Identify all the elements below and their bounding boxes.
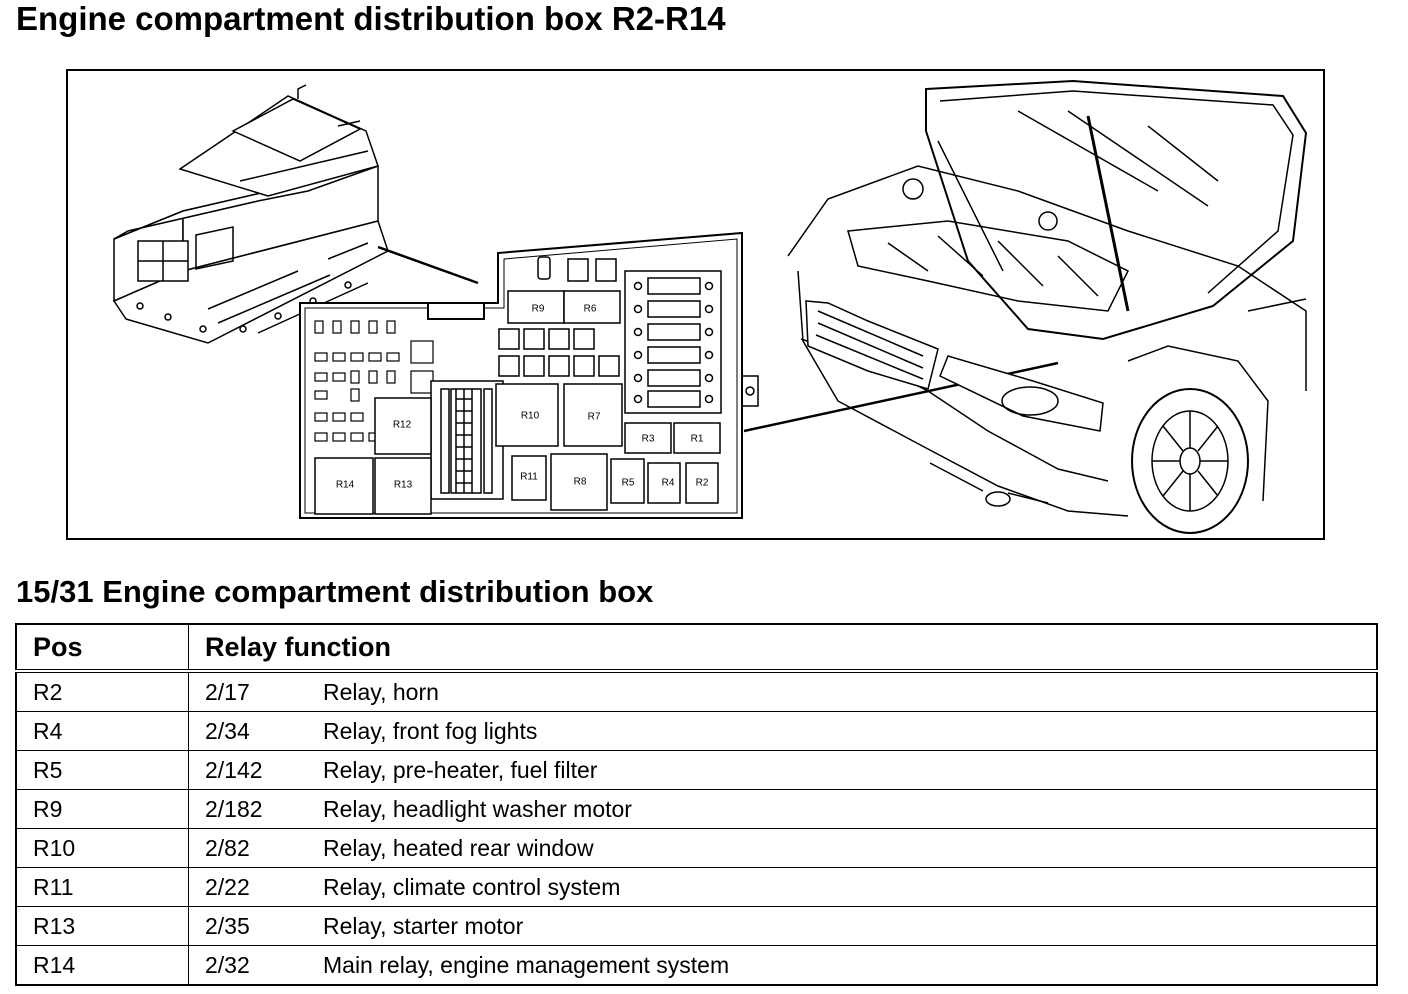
diagram-svg: R1 R2 R3 R4 R5 R6 R7 R8 R9 R10 R11 R12 R… (112, 79, 1308, 534)
distribution-box-figure: R1 R2 R3 R4 R5 R6 R7 R8 R9 R10 R11 R12 R… (66, 69, 1325, 540)
relay-label-r3: R3 (642, 434, 655, 445)
table-row: R10 2/82 Relay, heated rear window (15, 828, 1378, 868)
relay-label-r11: R11 (520, 472, 538, 483)
cell-code: 2/22 (188, 867, 323, 907)
cell-function: Relay, starter motor (323, 906, 1378, 946)
table-row: R5 2/142 Relay, pre-heater, fuel filter (15, 750, 1378, 790)
relay-labels: R1 R2 R3 R4 R5 R6 R7 R8 R9 R10 R11 R12 R… (336, 304, 709, 491)
relay-label-r4: R4 (662, 478, 675, 489)
cell-code: 2/82 (188, 828, 323, 868)
table-row: R11 2/22 Relay, climate control system (15, 867, 1378, 907)
car-illustration (787, 79, 1308, 534)
cell-pos: R5 (15, 750, 189, 790)
cell-code: 2/182 (188, 789, 323, 829)
relay-function-table: Pos Relay function R2 2/17 Relay, horn R… (15, 623, 1378, 986)
cell-pos: R13 (15, 906, 189, 946)
column-header-pos: Pos (15, 623, 189, 673)
cell-pos: R2 (15, 670, 189, 712)
table-row: R14 2/32 Main relay, engine management s… (15, 945, 1378, 986)
relay-label-r10: R10 (521, 411, 540, 422)
relay-label-r6: R6 (584, 304, 597, 315)
table-row: R13 2/35 Relay, starter motor (15, 906, 1378, 946)
table-header-row: Pos Relay function (15, 623, 1378, 673)
cell-code: 2/34 (188, 711, 323, 751)
cell-pos: R10 (15, 828, 189, 868)
cell-code: 2/142 (188, 750, 323, 790)
cell-code: 2/35 (188, 906, 323, 946)
fuse-column (633, 277, 714, 408)
cell-function: Relay, climate control system (323, 867, 1378, 907)
cell-function: Relay, horn (323, 670, 1378, 712)
cell-function: Relay, pre-heater, fuel filter (323, 750, 1378, 790)
column-header-relay-function: Relay function (188, 623, 1378, 673)
page-title: Engine compartment distribution box R2-R… (16, 0, 726, 37)
section-title: 15/31 Engine compartment distribution bo… (16, 574, 654, 609)
relay-label-r14: R14 (336, 480, 355, 491)
cell-code: 2/32 (188, 945, 323, 986)
relay-label-r7: R7 (588, 412, 601, 423)
cell-function: Relay, headlight washer motor (323, 789, 1378, 829)
relay-label-r9: R9 (532, 304, 545, 315)
cell-function: Relay, heated rear window (323, 828, 1378, 868)
cell-pos: R14 (15, 945, 189, 986)
relay-label-r13: R13 (394, 480, 413, 491)
cell-pos: R11 (15, 867, 189, 907)
cell-function: Relay, front fog lights (323, 711, 1378, 751)
left-fuse-bank (314, 320, 434, 442)
relay-label-r5: R5 (622, 478, 635, 489)
table-row: R9 2/182 Relay, headlight washer motor (15, 789, 1378, 829)
table-row: R4 2/34 Relay, front fog lights (15, 711, 1378, 751)
relays (314, 290, 721, 515)
relay-label-r1: R1 (691, 434, 704, 445)
cell-pos: R9 (15, 789, 189, 829)
connector (430, 380, 504, 500)
cell-function: Main relay, engine management system (323, 945, 1378, 986)
relay-label-r8: R8 (574, 477, 587, 488)
table-row: R2 2/17 Relay, horn (15, 670, 1378, 712)
cell-code: 2/17 (188, 670, 323, 712)
box-3d-illustration (112, 84, 479, 344)
relay-label-r12: R12 (393, 420, 412, 431)
cell-pos: R4 (15, 711, 189, 751)
relay-label-r2: R2 (696, 478, 709, 489)
fuse-box-layout: R1 R2 R3 R4 R5 R6 R7 R8 R9 R10 R11 R12 R… (299, 231, 1059, 519)
mini-fuse-grid (498, 328, 620, 377)
